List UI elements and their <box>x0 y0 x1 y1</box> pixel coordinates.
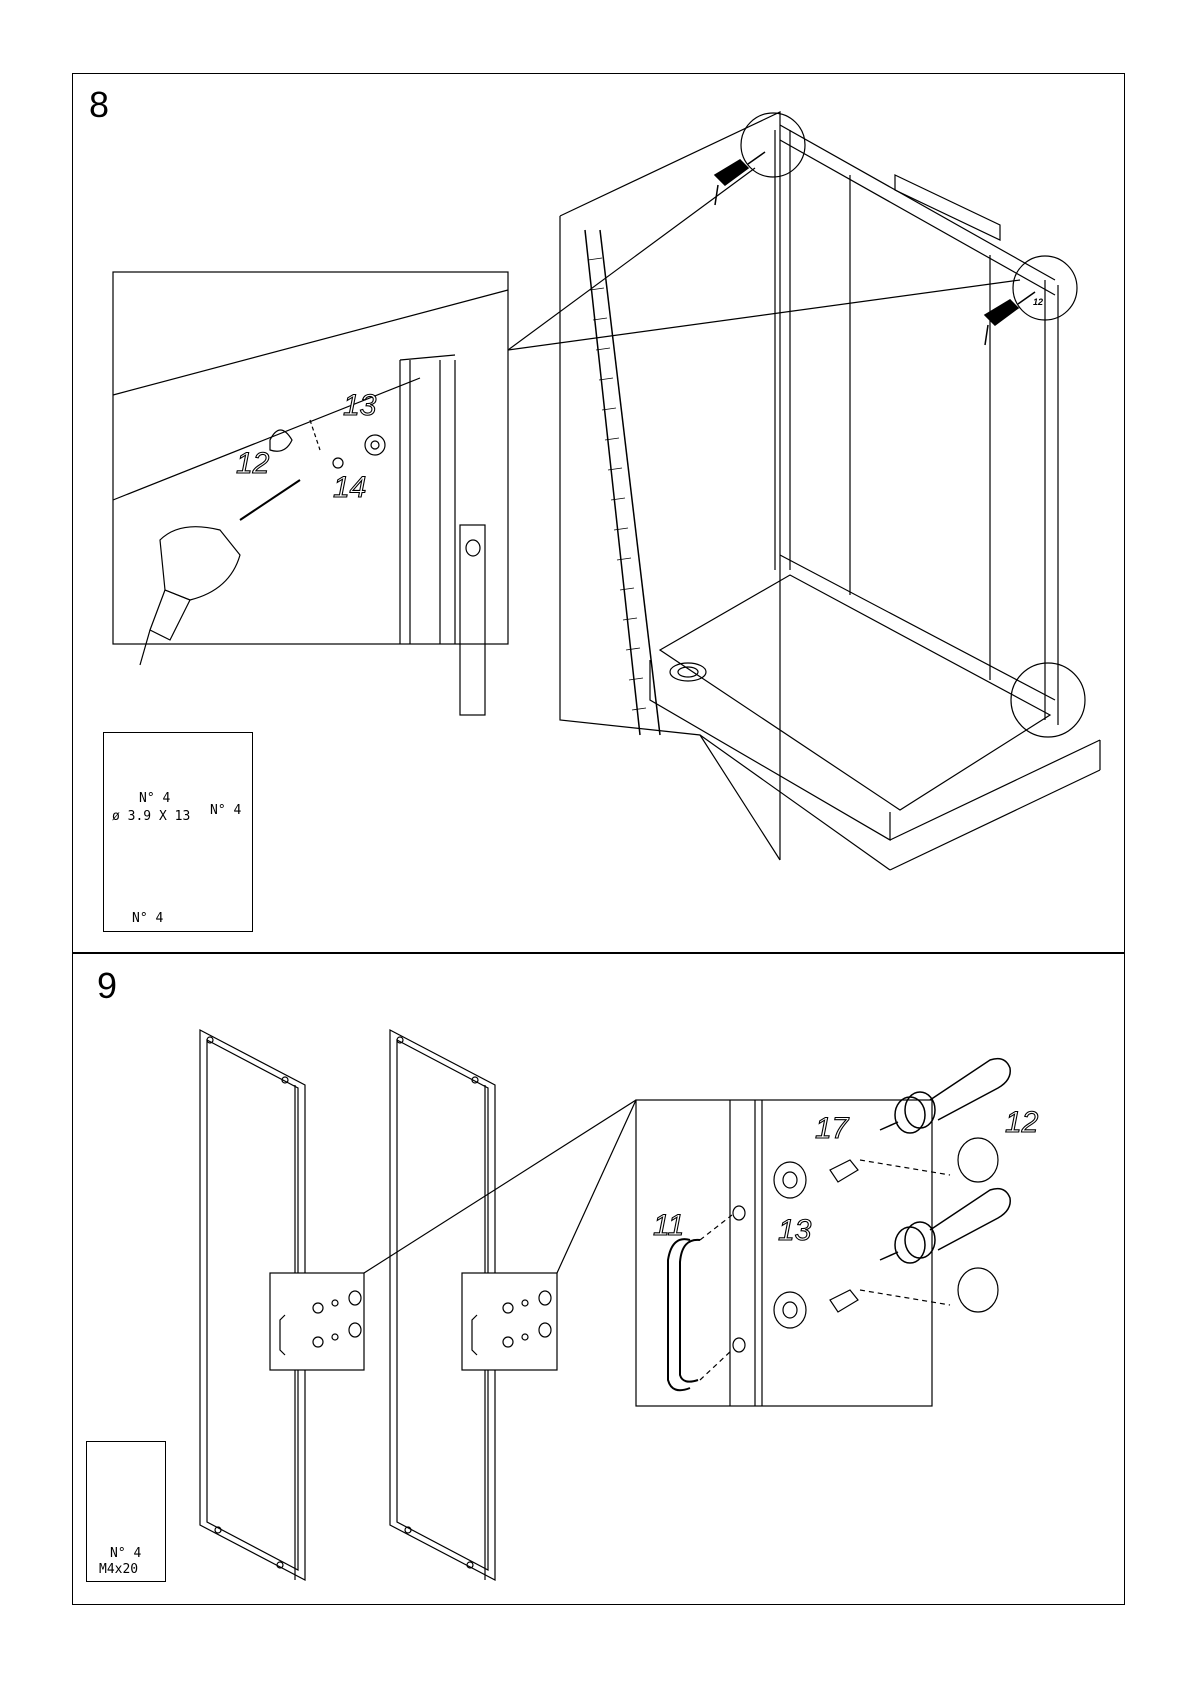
part-spec: M4x20 <box>99 1562 138 1577</box>
callout-label: 17 <box>815 1112 850 1145</box>
handle-detail-box-right <box>462 1273 557 1370</box>
callout-label: 13 <box>778 1214 812 1247</box>
part-quantity: N° 4 <box>110 1546 141 1561</box>
leader-line <box>557 1100 636 1273</box>
callout-label: 12 <box>1005 1106 1039 1139</box>
parts-box-9: N° 4 M4x20 <box>86 1441 166 1582</box>
callout-label: 11 <box>653 1209 684 1242</box>
handle-detail-box-left <box>270 1273 364 1370</box>
leader-line <box>364 1100 636 1273</box>
